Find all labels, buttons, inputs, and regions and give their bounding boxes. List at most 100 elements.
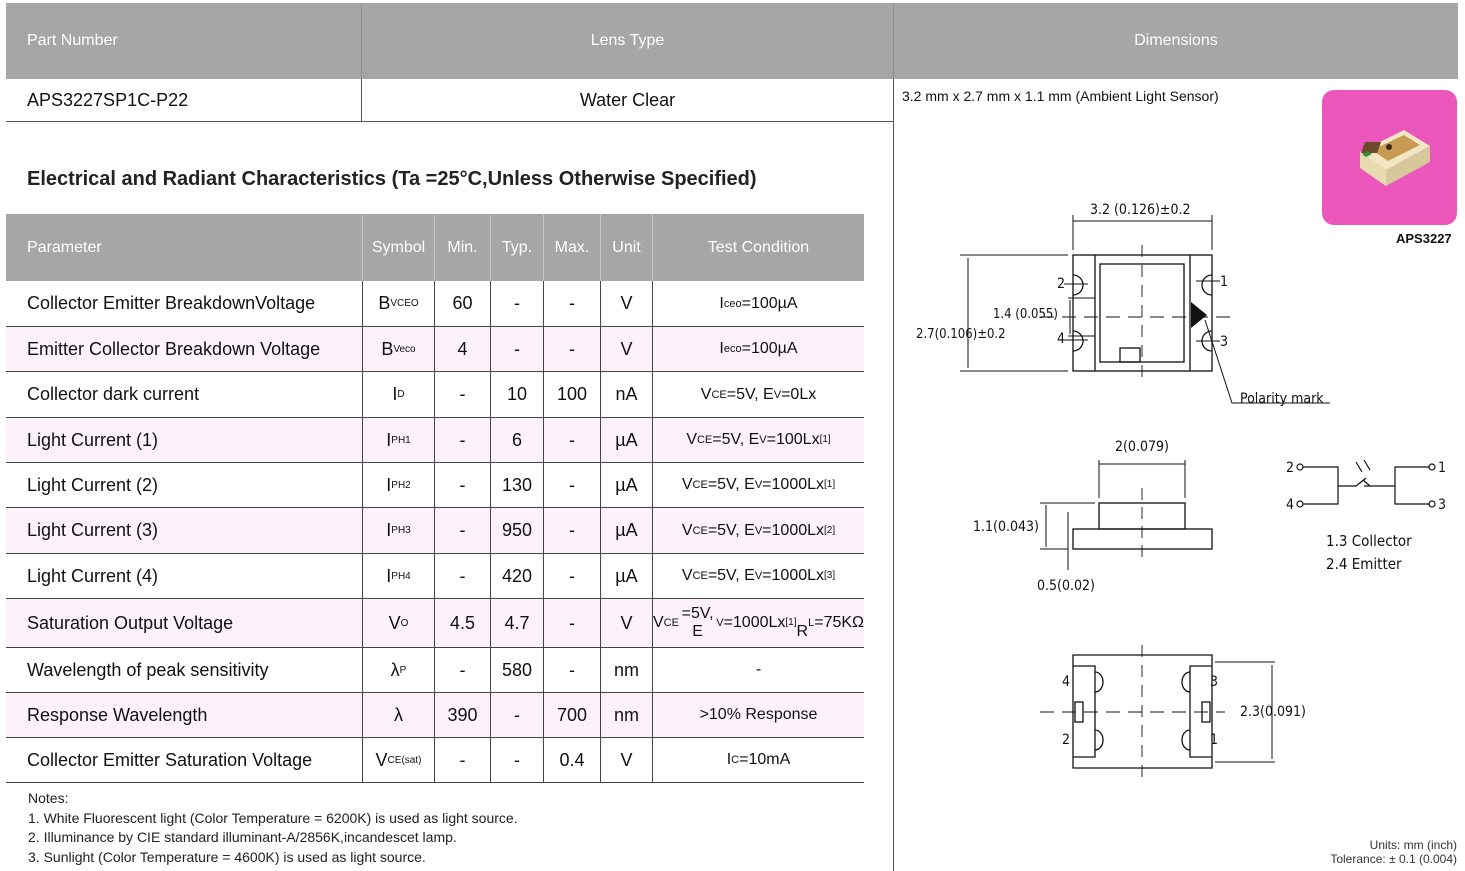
typ-cell: 4.7 (504, 612, 530, 633)
column-divider (490, 372, 491, 417)
note-item: 2. Illuminance by CIE standard illuminan… (28, 829, 457, 845)
column-divider (362, 281, 363, 326)
dimensions-value: 3.2 mm x 2.7 mm x 1.1 mm (Ambient Light … (902, 88, 1219, 104)
symbol-main: I (392, 384, 398, 404)
phototransistor-schematic (1296, 459, 1436, 508)
bottom-pin-3: 3 (1210, 674, 1218, 690)
top-inner-label: 1.4 (0.055) (993, 307, 1058, 322)
unit-cell: nm (613, 704, 639, 725)
sch-pin-4: 4 (1286, 497, 1294, 513)
column-divider (362, 327, 363, 371)
column-divider (600, 281, 601, 326)
column-divider (362, 508, 363, 553)
column-divider (434, 599, 435, 647)
unit-cell: nA (615, 384, 638, 404)
parameter-cell: Light Current (2) (27, 474, 159, 495)
min-cell: - (459, 474, 466, 495)
parameter-cell: Collector Emitter BreakdownVoltage (27, 293, 316, 313)
notes-title: Notes: (28, 790, 69, 806)
top-view-outline (1072, 254, 1213, 372)
min-cell: 60 (452, 293, 473, 313)
typ-cell: 420 (501, 565, 533, 586)
parameter-cell: Light Current (3) (27, 520, 159, 540)
column-divider (543, 281, 544, 326)
unit-cell: µA (615, 429, 638, 450)
symbol-subscript: PH1 (391, 434, 411, 446)
parameter-cell: Light Current (4) (27, 565, 159, 586)
symbol-main: I (386, 474, 392, 495)
side-height-label: 1.1(0.043) (973, 519, 1039, 535)
symbol-main: λ (394, 704, 403, 725)
column-divider (600, 554, 601, 598)
max-cell: - (569, 520, 575, 540)
units-tolerance: Units: mm (inch) Tolerance: ± 0.1 (0.004… (1330, 838, 1457, 866)
symbol-subscript: Veco (393, 343, 416, 355)
symbol-main: I (386, 429, 392, 450)
pin-4-label: 4 (1057, 331, 1065, 347)
column-divider (490, 281, 491, 326)
column-divider (434, 372, 435, 417)
header-dimensions: Dimensions (1134, 32, 1218, 49)
column-divider (652, 463, 653, 507)
column-divider (652, 372, 653, 417)
column-divider (490, 327, 491, 371)
symbol-main: λ (390, 659, 400, 680)
column-divider (490, 554, 491, 598)
column-divider (434, 327, 435, 371)
max-cell: - (569, 293, 575, 313)
pin-1-label: 1 (1220, 274, 1228, 290)
column-divider (362, 693, 363, 737)
max-cell: - (569, 565, 575, 586)
column-divider (652, 648, 653, 692)
col-unit: Unit (612, 238, 641, 256)
legend-collector: 1.3 Collector (1326, 532, 1412, 550)
column-divider (434, 738, 435, 782)
typ-cell: - (514, 704, 520, 725)
column-divider (600, 508, 601, 553)
min-cell: - (459, 659, 466, 680)
min-cell: 4 (457, 338, 468, 359)
column-divider (543, 738, 544, 782)
column-divider (600, 648, 601, 692)
dimension-drawing: 3.2 (0.126)±0.2 1.4 (0.055) 2.7(0.106)±0… (916, 202, 1446, 780)
column-divider (600, 418, 601, 462)
symbol-subscript: VCEO (390, 298, 419, 309)
max-cell: 0.4 (559, 749, 585, 770)
column-divider (434, 281, 435, 326)
col-parameter: Parameter (27, 238, 102, 256)
unit-cell: V (620, 749, 633, 770)
typ-cell: 6 (511, 429, 522, 450)
condition-cell: >10% Response (699, 706, 818, 723)
symbol-main: V (388, 612, 401, 633)
column-divider (543, 554, 544, 598)
column-divider (362, 463, 363, 507)
column-divider (490, 648, 491, 692)
column-divider (362, 738, 363, 782)
max-cell: - (569, 659, 575, 680)
max-cell: - (569, 474, 575, 495)
col-test-condition: Test Condition (707, 238, 810, 256)
column-divider (543, 372, 544, 417)
tolerance-label: Tolerance: ± 0.1 (0.004) (1330, 852, 1457, 866)
column-divider (434, 418, 435, 462)
column-divider (543, 508, 544, 553)
top-table-header: Part Number Lens Type Dimensions (6, 3, 1458, 79)
char-table-header: Parameter Symbol Min. Typ. Max. Unit Tes… (6, 214, 864, 281)
column-divider (434, 693, 435, 737)
column-divider (600, 599, 601, 647)
symbol-subscript: PH4 (391, 570, 411, 582)
col-typ: Typ. (501, 238, 533, 256)
min-cell: - (459, 384, 466, 404)
column-divider (652, 508, 653, 553)
column-divider (362, 554, 363, 598)
bottom-pin-1: 1 (1210, 732, 1218, 748)
